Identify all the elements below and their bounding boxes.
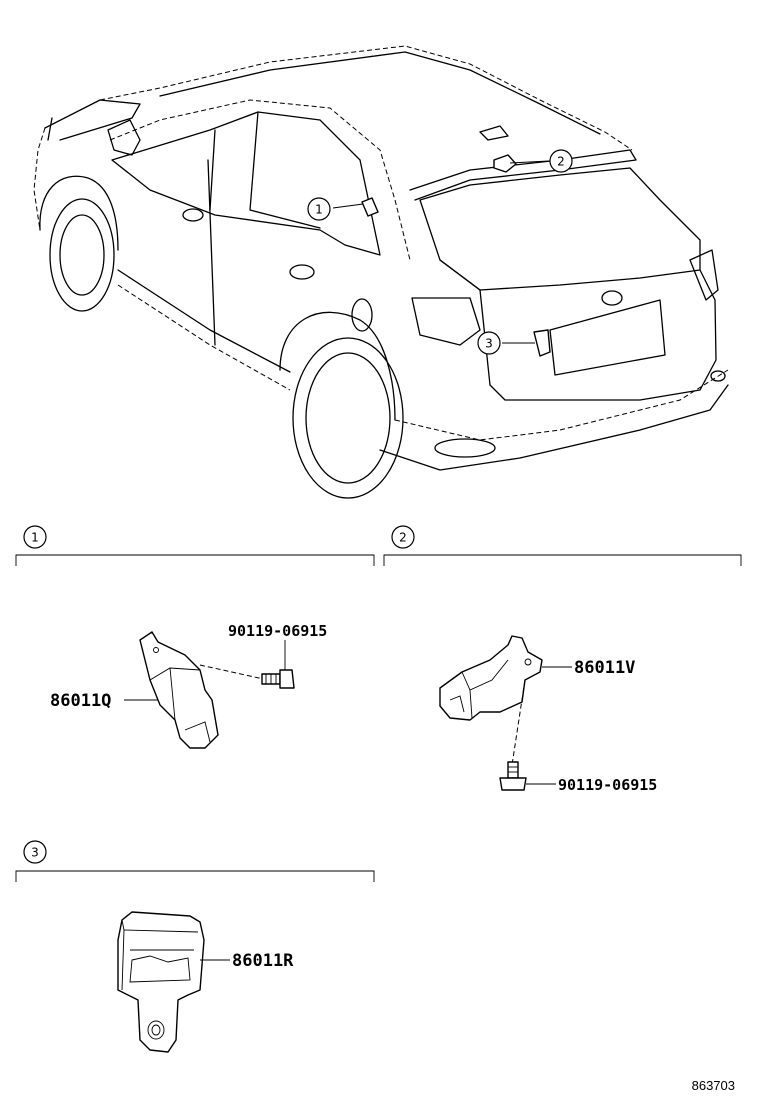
part-no-90119-06915-sec2: 90119-06915 xyxy=(558,776,657,794)
illustration-id: 863703 xyxy=(692,1078,735,1093)
sensor-86011v-drawing xyxy=(439,635,543,721)
section-2-bracket xyxy=(383,554,742,566)
part-no-86011v: 86011V xyxy=(574,658,635,678)
vehicle-callout-3: 3 xyxy=(477,331,535,355)
section-1-bracket xyxy=(15,554,375,566)
section-1-marker xyxy=(23,525,47,549)
part-no-86011q: 86011Q xyxy=(50,691,111,711)
vehicle-illustration xyxy=(33,45,729,499)
section-3: 3 86011R xyxy=(15,840,375,1053)
bolt-90119-06915-sec2-drawing xyxy=(499,761,527,791)
part-no-86011r: 86011R xyxy=(232,951,294,971)
vehicle-callout-2: 2 xyxy=(509,149,573,173)
section-3-marker xyxy=(23,840,47,864)
bolt-90119-06915-drawing xyxy=(261,669,295,689)
section-3-bracket xyxy=(15,870,375,882)
part-no-90119-06915-sec1: 90119-06915 xyxy=(228,622,327,640)
section-2-number: 2 xyxy=(399,531,407,545)
svg-text:2: 2 xyxy=(557,155,565,169)
svg-text:1: 1 xyxy=(315,203,323,217)
sensor-86011q-drawing xyxy=(139,631,219,749)
section-2: 2 86011V 90119-06915 xyxy=(383,525,742,794)
section-1-number: 1 xyxy=(31,531,39,545)
sensor-86011r-drawing xyxy=(117,911,205,1053)
section-2-marker xyxy=(391,525,415,549)
svg-text:3: 3 xyxy=(485,337,493,351)
section-3-number: 3 xyxy=(31,846,39,860)
section-1: 1 90119-06915 86011Q xyxy=(15,525,375,749)
vehicle-callout-1: 1 xyxy=(307,197,364,221)
